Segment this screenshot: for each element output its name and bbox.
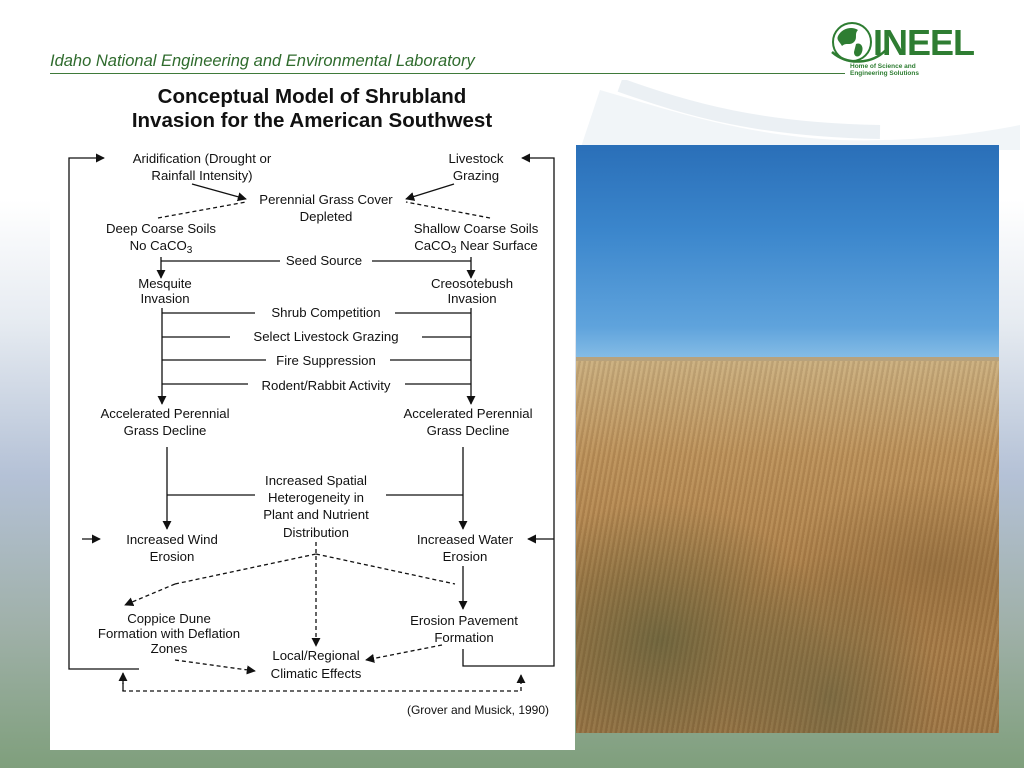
- node-accelerated-decline-left-2: Grass Decline: [124, 423, 207, 438]
- node-coppice-dune-2: Formation with Deflation: [98, 626, 240, 641]
- node-accelerated-decline-left: Accelerated Perennial: [100, 406, 229, 421]
- logo-wordmark: INEEL: [873, 22, 975, 63]
- node-livestock: Livestock: [449, 151, 504, 166]
- node-accelerated-decline-right: Accelerated Perennial: [403, 406, 532, 421]
- node-coppice-dune: Coppice Dune: [127, 611, 211, 626]
- node-deep-soils-2: No CaCO3: [130, 238, 193, 256]
- node-creosotebush-2: Invasion: [447, 291, 496, 306]
- photo-sky: [576, 145, 999, 359]
- grassland-photo: [576, 145, 999, 733]
- lab-name: Idaho National Engineering and Environme…: [50, 52, 475, 70]
- photo-grassland: [576, 361, 999, 733]
- node-aridification-2: Rainfall Intensity): [151, 168, 252, 183]
- citation: (Grover and Musick, 1990): [407, 703, 549, 717]
- factor-select-livestock: Select Livestock Grazing: [253, 329, 398, 344]
- node-spatial-heterogeneity-3: Plant and Nutrient: [263, 507, 369, 522]
- factor-shrub-competition: Shrub Competition: [271, 305, 380, 320]
- globe-icon: [831, 22, 887, 63]
- node-creosotebush: Creosotebush: [431, 276, 513, 291]
- node-wind-erosion-2: Erosion: [150, 549, 195, 564]
- diagram-dashed-connectors: [118, 201, 526, 692]
- shrubland-model-diagram: Conceptual Model of Shrubland Invasion f…: [68, 85, 555, 717]
- node-coppice-dune-3: Zones: [151, 641, 188, 656]
- node-wind-erosion: Increased Wind: [126, 532, 218, 547]
- diagram-title-line1: Conceptual Model of Shrubland: [158, 85, 467, 108]
- node-seed-source: Seed Source: [286, 253, 362, 268]
- diagram-panel: Conceptual Model of Shrubland Invasion f…: [50, 82, 575, 750]
- diagram-connectors: [68, 153, 555, 670]
- node-spatial-heterogeneity-2: Heterogeneity in: [268, 490, 364, 505]
- node-water-erosion-2: Erosion: [443, 549, 488, 564]
- photo-horizon: [576, 357, 999, 363]
- node-grass-depleted-2: Depleted: [300, 209, 353, 224]
- node-livestock-2: Grazing: [453, 168, 499, 183]
- node-spatial-heterogeneity: Increased Spatial: [265, 473, 367, 488]
- diagram-title-line2: Invasion for the American Southwest: [132, 109, 493, 132]
- node-grass-depleted: Perennial Grass Cover: [259, 192, 393, 207]
- node-erosion-pavement: Erosion Pavement: [410, 613, 518, 628]
- factor-rodent-rabbit: Rodent/Rabbit Activity: [261, 378, 390, 393]
- node-mesquite: Mesquite: [138, 276, 192, 291]
- header-divider: [50, 73, 845, 74]
- node-climatic-effects-2: Climatic Effects: [271, 666, 362, 681]
- node-accelerated-decline-right-2: Grass Decline: [427, 423, 510, 438]
- node-shallow-soils: Shallow Coarse Soils: [414, 221, 539, 236]
- node-mesquite-2: Invasion: [140, 291, 189, 306]
- node-aridification: Aridification (Drought or: [133, 151, 272, 166]
- node-deep-soils: Deep Coarse Soils: [106, 221, 216, 236]
- node-spatial-heterogeneity-4: Distribution: [283, 525, 349, 540]
- logo-tagline: Home of Science and Engineering Solution…: [850, 63, 919, 77]
- node-climatic-effects: Local/Regional: [272, 648, 359, 663]
- decorative-swoosh: [580, 80, 1020, 150]
- node-water-erosion: Increased Water: [417, 532, 514, 547]
- ineel-logo: INEEL Home of Science and Engineering So…: [828, 18, 978, 80]
- factor-fire-suppression: Fire Suppression: [276, 353, 376, 368]
- node-erosion-pavement-2: Formation: [434, 630, 493, 645]
- node-shallow-soils-2: CaCO3 Near Surface: [414, 238, 538, 256]
